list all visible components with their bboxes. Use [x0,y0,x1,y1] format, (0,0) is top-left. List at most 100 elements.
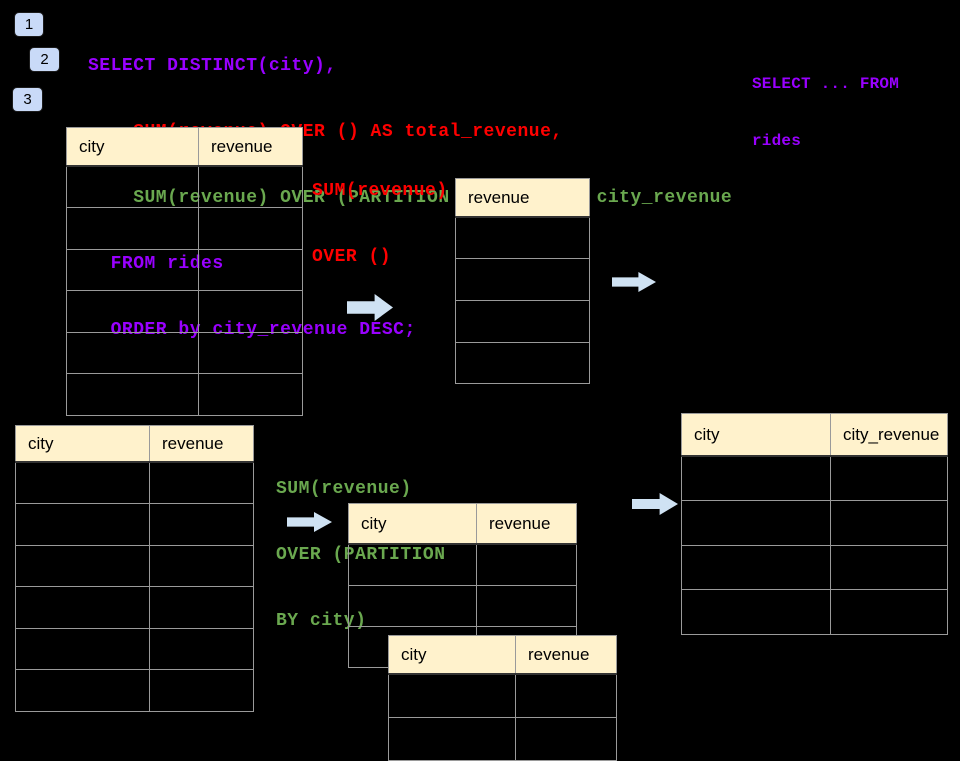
column-header-revenue: revenue [515,635,617,675]
table-cell-empty [15,627,150,670]
table: revenue [455,178,590,385]
table-cell-empty [66,248,199,291]
table-cell-empty [476,543,577,586]
note-line: rides [752,132,802,150]
city-revenue-result-table: city city_revenue [681,413,948,635]
table-cell-empty [455,341,590,385]
label-line: SUM(revenue) [312,181,448,201]
table-cell-empty [388,673,516,718]
table-cell-empty [198,373,303,416]
table-row [681,455,948,501]
table: city revenue [15,425,254,712]
label-line: OVER () [312,247,392,267]
total-revenue-result-table: revenue [455,178,590,385]
table-row [15,586,254,629]
table-cell-empty [830,500,948,546]
table: city city_revenue [681,413,948,635]
table-row [681,500,948,546]
table-row [455,341,590,385]
table-cell-empty [388,716,516,761]
table-cell-empty [198,165,303,208]
slide-canvas: { "badges": ["1", "2", "3"], "sql": { "l… [12,12,948,761]
table-cell-empty [830,589,948,635]
total-window-label: SUM(revenue) OVER () [312,136,448,290]
table-row [455,258,590,301]
table-cell-empty [66,331,199,374]
table-cell-empty [455,299,590,343]
table-cell-empty [149,503,254,546]
table-row [15,461,254,504]
table-cell-empty [515,673,617,718]
table-cell-empty [149,627,254,670]
column-header-city: city [66,127,199,167]
column-header-city: city [388,635,516,675]
table-cell-empty [830,544,948,590]
table-cell-empty [198,331,303,374]
table-row [348,584,577,627]
source-table-top: city revenue [66,127,303,416]
table-cell-empty [198,248,303,291]
note-line: SELECT ... FROM [752,75,900,93]
table-cell-empty [455,216,590,260]
column-header-revenue: revenue [455,178,590,218]
table-cell-empty [476,584,577,627]
table-cell-empty [515,716,617,761]
table-row [15,544,254,587]
column-header-revenue: revenue [198,127,303,167]
label-line: SUM(revenue) [276,479,412,499]
select-from-rides-note: SELECT ... FROM rides [752,37,899,170]
table-row [348,543,577,586]
table-cell-empty [830,455,948,501]
table-row [66,165,303,208]
table-cell-empty [66,290,199,333]
table-row [15,503,254,546]
column-header-city: city [15,425,150,463]
column-header-revenue: revenue [149,425,254,463]
table-cell-empty [681,455,831,501]
table: city revenue [388,635,617,761]
table-cell-empty [15,669,150,712]
table-cell-empty [15,461,150,504]
table-cell-empty [66,207,199,250]
table-cell-empty [15,503,150,546]
column-header-city-revenue: city_revenue [830,413,948,457]
step-badge-2: 2 [29,47,60,72]
table-row [66,331,303,374]
table-cell-empty [348,584,477,627]
table-row [388,673,617,718]
table-cell-empty [681,589,831,635]
partition-table-front: city revenue [388,635,617,761]
table-cell-empty [149,461,254,504]
column-header-city: city [348,503,477,545]
table-cell-empty [15,544,150,587]
table-cell-empty [149,586,254,629]
table-cell-empty [66,373,199,416]
table-cell-empty [681,544,831,590]
table-cell-empty [149,669,254,712]
table-cell-empty [15,586,150,629]
table-cell-empty [681,500,831,546]
source-table-bottom: city revenue [15,425,254,712]
table-row [15,627,254,670]
table-cell-empty [455,258,590,301]
table-row [681,544,948,590]
table-row [66,248,303,291]
step-badge-1: 1 [14,12,44,37]
table-row [66,207,303,250]
table-row [66,290,303,333]
table-cell-empty [149,544,254,587]
sql-line-select: SELECT DISTINCT(city), [88,56,337,76]
table: city revenue [66,127,303,416]
column-header-revenue: revenue [476,503,577,545]
arrow-right-icon [632,493,678,515]
table-row [388,716,617,761]
table-row [15,669,254,712]
table-row [455,299,590,343]
step-badge-3: 3 [12,87,43,112]
table-cell-empty [66,165,199,208]
table-row [455,216,590,260]
table-row [66,373,303,416]
column-header-city: city [681,413,831,457]
table-cell-empty [198,290,303,333]
table-row [681,589,948,635]
